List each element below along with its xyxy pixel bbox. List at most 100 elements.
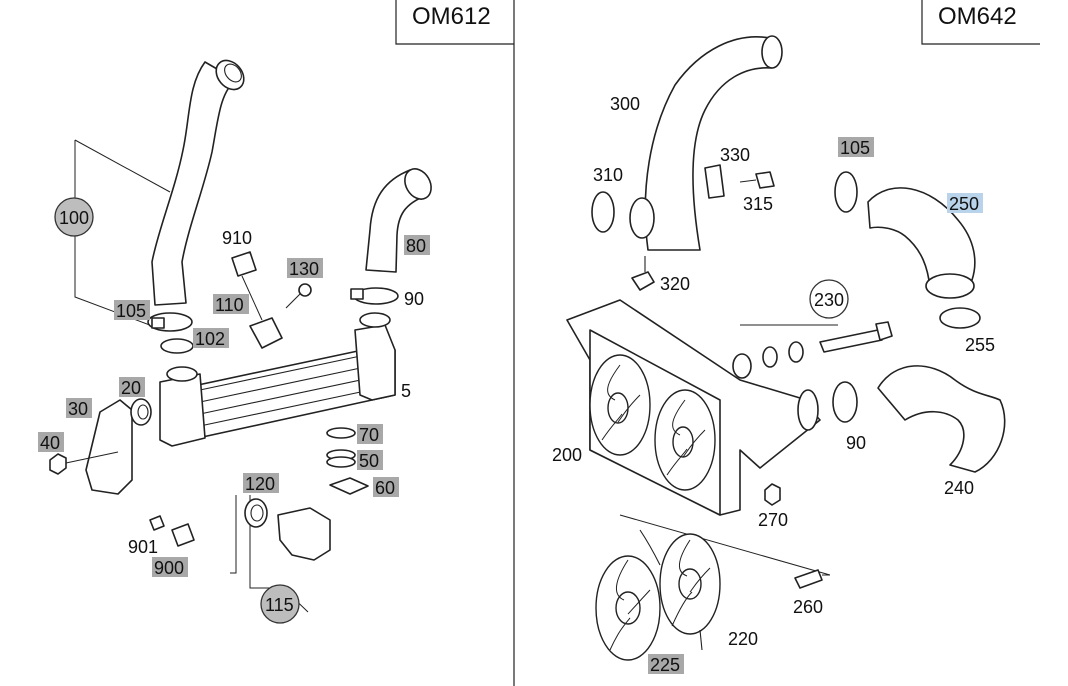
callout-200: 200 <box>552 445 582 465</box>
screw-130-head <box>298 283 312 297</box>
callout-80: 80 <box>404 235 430 256</box>
svg-text:120: 120 <box>245 474 275 494</box>
pin-901 <box>149 515 165 531</box>
callout-30: 30 <box>66 398 92 419</box>
ring-255 <box>939 307 981 329</box>
washer-230b <box>762 346 778 368</box>
svg-text:60: 60 <box>375 478 395 498</box>
svg-text:102: 102 <box>195 329 225 349</box>
callout-120: 120 <box>243 473 279 494</box>
intercooler-fins <box>199 353 371 427</box>
callout-102: 102 <box>193 328 229 349</box>
engine-title-left: OM612 <box>412 3 491 30</box>
svg-text:80: 80 <box>406 236 426 256</box>
callout-260: 260 <box>793 597 823 617</box>
bracket-330 <box>704 164 725 199</box>
leader-40 <box>65 451 119 464</box>
fan-wire <box>639 529 703 651</box>
callout-300: 300 <box>610 94 640 114</box>
callout-90-right: 90 <box>846 433 866 453</box>
fan-220 <box>659 533 721 635</box>
leader-100b <box>74 139 171 193</box>
callout-115: 115 <box>260 584 300 624</box>
fan-225 <box>595 555 661 661</box>
callout-105-left: 105 <box>114 300 150 321</box>
intercooler-200-outlet <box>797 389 819 431</box>
hose-250-end <box>925 273 975 299</box>
callout-310: 310 <box>593 165 623 185</box>
callout-900: 900 <box>152 557 188 578</box>
fan-2 <box>654 389 716 491</box>
callout-220: 220 <box>728 629 758 649</box>
leader-220 <box>619 514 831 576</box>
svg-text:105: 105 <box>116 301 146 321</box>
screw-130-shaft <box>285 293 301 309</box>
plate-60 <box>329 477 369 495</box>
nut-40 <box>49 453 67 475</box>
ring-102 <box>160 338 194 354</box>
nut-270 <box>764 483 781 506</box>
svg-text:30: 30 <box>68 399 88 419</box>
callout-320: 320 <box>660 274 690 294</box>
svg-text:130: 130 <box>289 259 319 279</box>
washer-70 <box>326 427 356 439</box>
callout-110: 110 <box>213 294 249 315</box>
svg-text:40: 40 <box>40 433 60 453</box>
engine-title-right: OM642 <box>938 3 1017 30</box>
callout-60: 60 <box>373 477 399 498</box>
callout-130: 130 <box>287 258 323 279</box>
washer-230a <box>732 353 752 379</box>
bolt-315-shaft <box>739 179 757 183</box>
intercooler-inlet <box>166 366 198 382</box>
bolt-260 <box>794 569 823 589</box>
callout-70: 70 <box>357 424 383 445</box>
callout-105-right: 105 <box>838 137 874 158</box>
clamp-105-left-screw <box>151 317 165 329</box>
intercooler-outlet <box>359 312 391 328</box>
seal-120-inner <box>250 504 264 522</box>
svg-text:70: 70 <box>359 425 379 445</box>
svg-text:225: 225 <box>650 655 680 675</box>
grommet-20 <box>130 398 152 426</box>
callout-315: 315 <box>743 194 773 214</box>
washer-230c <box>788 341 804 363</box>
sensor-110 <box>249 317 283 349</box>
callout-5: 5 <box>401 381 411 401</box>
intercooler-tank-right <box>354 324 396 401</box>
plug-900 <box>171 523 195 547</box>
svg-text:50: 50 <box>359 451 379 471</box>
callout-100: 100 <box>54 197 94 237</box>
title-box-om612: OM612 <box>395 0 514 45</box>
svg-text:115: 115 <box>265 595 294 615</box>
callout-20: 20 <box>119 377 145 398</box>
callout-330: 330 <box>720 145 750 165</box>
callout-910: 910 <box>222 228 252 248</box>
hose-100 <box>151 61 237 306</box>
grommet-20-inner <box>137 404 149 420</box>
ring-310 <box>591 191 615 233</box>
bolt-230 <box>819 329 883 353</box>
washer-50b <box>326 456 356 468</box>
svg-text:105: 105 <box>840 138 870 158</box>
svg-text:20: 20 <box>121 378 141 398</box>
svg-text:230: 230 <box>814 290 844 310</box>
callout-240: 240 <box>944 478 974 498</box>
hose-100-end-inner <box>224 63 242 83</box>
pipe-300-end <box>761 35 783 69</box>
valve-115 <box>277 507 331 561</box>
callout-901: 901 <box>128 537 158 557</box>
pipe-300-flange <box>629 197 655 239</box>
title-box-om642: OM642 <box>921 0 1040 45</box>
svg-text:900: 900 <box>154 558 184 578</box>
callout-50: 50 <box>357 450 383 471</box>
pipe-300 <box>644 36 773 251</box>
bolt-320 <box>631 271 655 291</box>
clamp-90-left-screw <box>350 288 364 300</box>
svg-text:100: 100 <box>59 208 89 228</box>
callout-40: 40 <box>38 432 64 453</box>
callout-255: 255 <box>965 335 995 355</box>
callout-270: 270 <box>758 510 788 530</box>
callout-225: 225 <box>648 654 684 675</box>
callout-230: 230 <box>809 279 849 319</box>
